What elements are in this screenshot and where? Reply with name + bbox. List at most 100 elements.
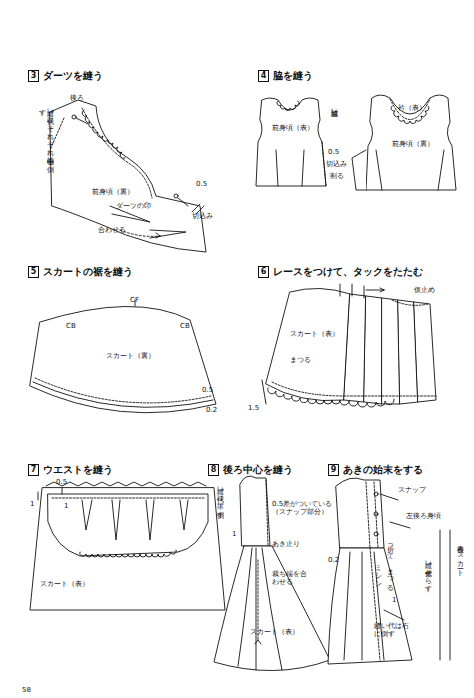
- annotation: スナップ: [398, 486, 426, 494]
- step-number-box: 7ウエストを縫う: [28, 464, 39, 476]
- step-number-box: 9あきの始末をする: [328, 464, 339, 476]
- skirt-piece: [35, 378, 211, 403]
- page-number: 58: [22, 686, 31, 694]
- bodice-front: [277, 101, 299, 111]
- annotation: 前身頃（裏）: [92, 188, 134, 196]
- annotation: スカート（表）: [290, 330, 339, 338]
- bodice-piece: [50, 100, 206, 252]
- annotation: 0.5: [56, 478, 67, 486]
- waist-seam: [30, 482, 225, 610]
- dress-opening: [328, 478, 450, 664]
- step-number-box: 6レースをつけて、タックをたたむ: [258, 266, 269, 278]
- skirt-tucks: [272, 382, 436, 396]
- annotation: 合わせる: [98, 226, 126, 234]
- bodice-inside: [366, 95, 456, 190]
- dress-opening: [374, 492, 378, 496]
- dress-opening: [440, 530, 450, 660]
- annotation: 0.5: [328, 148, 339, 156]
- annotation: スカート（表）: [40, 580, 89, 588]
- annotation: 1: [30, 500, 34, 508]
- annotation: 0.5差がついている（スナップ部分）: [272, 500, 334, 516]
- step-heading: レースをつけて、タックをたたむ: [273, 266, 423, 278]
- annotation: スカート（裏）: [106, 352, 155, 360]
- pin: [76, 118, 88, 124]
- step-number-box: 5スカートの裾を縫う: [28, 266, 39, 278]
- annotation: 0.2: [328, 556, 339, 564]
- skirt-tucks: [366, 288, 384, 292]
- skirt-piece: [30, 300, 216, 413]
- annotation: ミシン: [374, 560, 382, 590]
- dress-back: [214, 546, 330, 671]
- annotation: 縫い代はそれぞれ中心側に倒す: [38, 104, 54, 166]
- annotation: 右後ろスカート: [456, 540, 464, 620]
- annotation: 折って、まつる: [386, 540, 394, 590]
- annotation: 1: [392, 596, 396, 604]
- annotation: 切込み: [326, 160, 347, 168]
- bodice-inside: [352, 150, 366, 190]
- dress-back: [240, 476, 270, 546]
- step-number: 8: [209, 465, 218, 475]
- bodice-piece: [150, 230, 186, 238]
- annotation: 0.5: [196, 180, 207, 188]
- dress-back: [238, 548, 282, 670]
- step-number: 5: [29, 267, 38, 277]
- pin: [178, 198, 188, 206]
- annotation: 前身頃（裏）: [392, 140, 434, 148]
- annotation: まつる: [290, 356, 311, 364]
- step-heading: 脇を縫う: [273, 70, 313, 82]
- step-number: 6: [259, 267, 268, 277]
- pin: [72, 115, 76, 119]
- dress-opening: [374, 532, 378, 536]
- waist-seam: [30, 488, 225, 610]
- bodice-inside: [376, 150, 444, 190]
- dress-back: [255, 640, 261, 644]
- waist-seam: [46, 482, 206, 486]
- step-heading: ダーツを縫う: [43, 70, 103, 82]
- waist-seam: [82, 500, 188, 540]
- waist-seam: [48, 494, 208, 556]
- waist-seam: [52, 498, 204, 499]
- dress-opening: [374, 512, 378, 516]
- annotation: 縫い代分ずらす: [424, 556, 432, 636]
- step-heading: ウエストを縫う: [43, 464, 113, 476]
- skirt-tucks: [364, 296, 382, 404]
- annotation: 割る: [330, 172, 344, 180]
- skirt-tucks: [268, 388, 394, 407]
- annotation: CB: [180, 322, 190, 330]
- annotation: 脇縫い: [330, 104, 338, 144]
- annotation: CB: [66, 322, 76, 330]
- step-heading: あきの始末をする: [343, 464, 423, 476]
- step-number-box: 4脇を縫う: [258, 70, 269, 82]
- waist-seam: [38, 488, 62, 500]
- dress-back: [266, 480, 268, 546]
- annotation: 後ろ: [70, 94, 84, 102]
- annotation: 切込み: [192, 212, 213, 220]
- step-number: 7: [29, 465, 38, 475]
- annotation: 1.5: [248, 404, 259, 412]
- step-number-box: 3ダーツを縫う: [28, 70, 39, 82]
- annotation: 左後ろ身頃: [406, 512, 441, 520]
- bodice-inside: [352, 95, 456, 190]
- skirt-tucks: [392, 300, 428, 305]
- bodice-piece: [82, 110, 125, 158]
- annotation: ダーツの印: [116, 202, 151, 210]
- bodice-front: [276, 150, 304, 186]
- annotation: 0.2: [206, 406, 217, 414]
- skirt-tucks: [340, 284, 364, 298]
- annotation: CF: [130, 296, 139, 304]
- annotation: 前身頃（表）: [272, 124, 314, 132]
- annotation: スカート（表）: [250, 628, 299, 636]
- annotation: あき止り: [272, 540, 300, 548]
- annotation: 0.5: [202, 386, 213, 394]
- skirt-tucks: [266, 288, 350, 400]
- annotation: 衿（表）: [398, 104, 426, 112]
- annotation: 裁ち端を合わせる: [272, 570, 312, 586]
- waist-seam: [80, 550, 176, 557]
- skirt-tucks: [414, 302, 436, 402]
- bodice-piece: [50, 100, 206, 252]
- annotation: 1: [64, 502, 68, 510]
- dress-opening: [380, 494, 398, 500]
- bodice-piece: [120, 230, 160, 236]
- annotation: 仮止め: [414, 286, 435, 294]
